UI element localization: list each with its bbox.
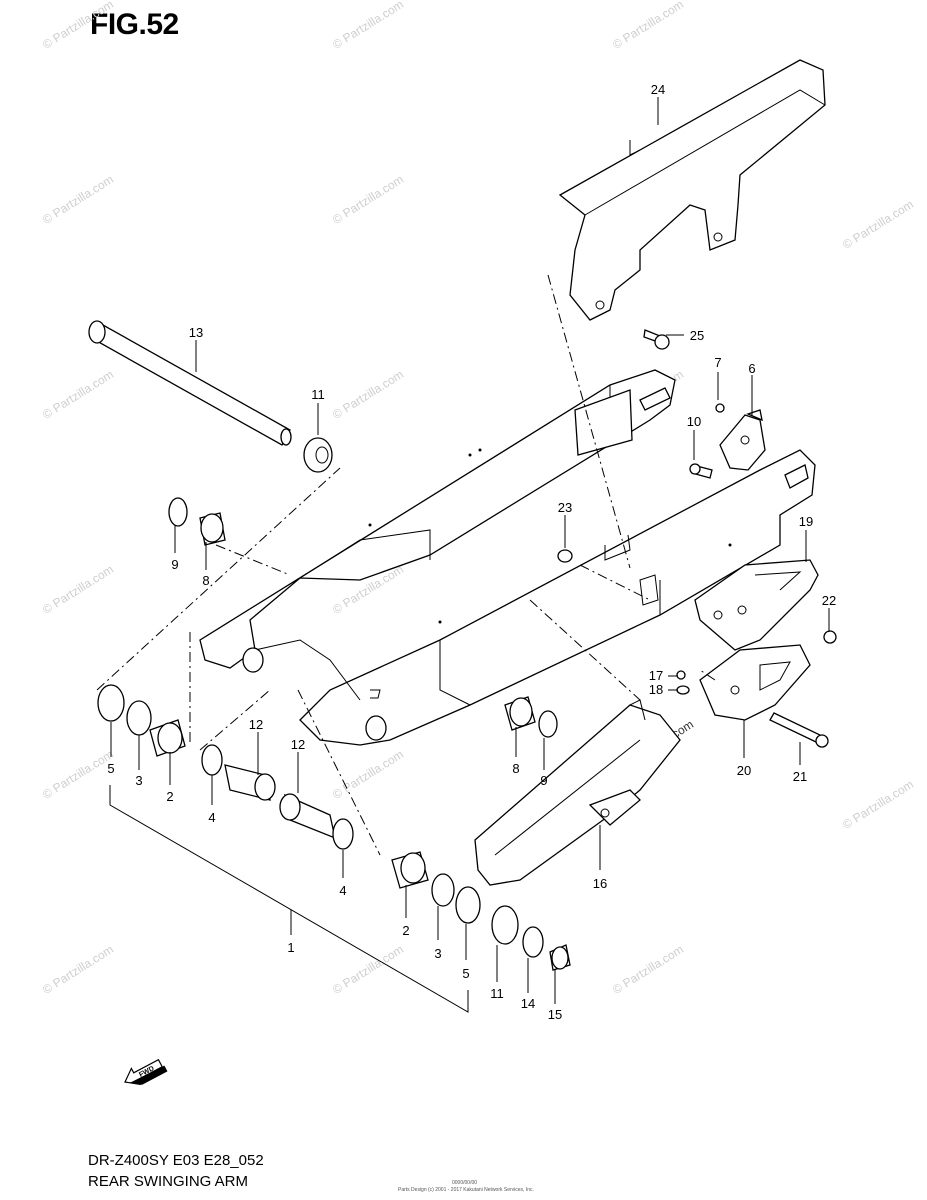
spacer-12-left-part [224, 764, 276, 801]
washer-23-part [557, 549, 573, 563]
model-code: DR-Z400SY E03 E28_052 [88, 1152, 264, 1169]
callout-24: 24 [651, 82, 665, 97]
callout-18: 18 [649, 682, 663, 697]
callout-labels: 1 2 2 3 3 4 4 5 5 6 7 8 8 9 9 10 11 11 1… [107, 82, 836, 1022]
washer-3-left-part [126, 700, 152, 736]
phantom-line [699, 669, 716, 681]
bearing-2-right-part [391, 851, 429, 889]
print-code: 0000/00/00 [452, 1180, 478, 1186]
callout-15: 15 [548, 1007, 562, 1022]
print-line: Parts Design (c) 2001 - 2017 Kakutani Ne… [398, 1187, 534, 1193]
callout-17: 17 [649, 668, 663, 683]
seal-5-right-part [455, 886, 481, 924]
callout-20: 20 [737, 763, 751, 778]
bearing-8-right-part [504, 696, 536, 731]
callout-11: 11 [490, 986, 504, 1001]
callout-5: 5 [462, 966, 469, 981]
bolt-25-part [643, 329, 670, 350]
washer-11-part [303, 437, 333, 473]
seal-9-right-part [538, 710, 558, 738]
chain-guide-19-part [694, 559, 819, 651]
chain-guide-20-part [699, 644, 811, 721]
assembly-bracket-line [109, 785, 469, 1013]
seal-4-right-part [332, 818, 354, 850]
phantom-line [215, 544, 291, 576]
callout-13: 13 [189, 325, 203, 340]
washer-3-right-part [431, 873, 455, 907]
callout-3: 3 [434, 946, 441, 961]
callout-19: 19 [799, 514, 813, 529]
phantom-line [96, 467, 341, 691]
forward-arrow-icon: FWD [124, 1058, 168, 1086]
callout-25: 25 [690, 328, 704, 343]
figure-title: FIG.52 [90, 8, 179, 41]
phantom-line [529, 599, 641, 701]
chain-cover-part [558, 59, 826, 321]
leader-lines [110, 97, 830, 1004]
seal-9-part [168, 497, 188, 527]
callout-7: 7 [714, 355, 721, 370]
callout-1: 1 [287, 940, 294, 955]
bearing-8-part [199, 512, 226, 546]
phantom-line [579, 564, 651, 601]
callout-9: 9 [171, 557, 178, 572]
callout-14: 14 [521, 996, 535, 1011]
callout-6: 6 [748, 361, 755, 376]
seal-4-left-part [201, 744, 223, 776]
pivot-shaft-part [88, 320, 292, 446]
callout-5: 5 [107, 761, 114, 776]
callout-8: 8 [202, 573, 209, 588]
callout-10: 10 [687, 414, 701, 429]
screw-17-part [676, 670, 686, 680]
seal-5-left-part [97, 684, 125, 722]
callout-2: 2 [166, 789, 173, 804]
spacer-12-right-part [279, 793, 336, 840]
washer-14-part [522, 926, 544, 958]
adjuster-6-part [719, 409, 766, 471]
callout-3: 3 [135, 773, 142, 788]
diagram-name: REAR SWINGING ARM [88, 1173, 249, 1190]
collar-15-part [549, 944, 571, 971]
washer-18-part [676, 685, 690, 695]
bolt-10-part [689, 463, 713, 479]
bearing-2-left-part [149, 719, 186, 757]
callout-4: 4 [339, 883, 346, 898]
callout-2: 2 [402, 923, 409, 938]
callout-12: 12 [291, 737, 305, 752]
callout-11: 11 [311, 387, 325, 402]
callout-4: 4 [208, 810, 215, 825]
bolt-22-part [823, 630, 837, 644]
callout-8: 8 [512, 761, 519, 776]
chain-slider-16-part [474, 699, 681, 886]
callout-22: 22 [822, 593, 836, 608]
bolt-7-part [715, 403, 725, 413]
bolt-21-part [769, 712, 829, 748]
callout-21: 21 [793, 769, 807, 784]
callout-16: 16 [593, 876, 607, 891]
swingarm-part [199, 369, 816, 746]
callout-9: 9 [540, 773, 547, 788]
callout-12: 12 [249, 717, 263, 732]
washer-11-bottom-part [491, 905, 519, 945]
phantom-line [199, 689, 271, 751]
callout-23: 23 [558, 500, 572, 515]
